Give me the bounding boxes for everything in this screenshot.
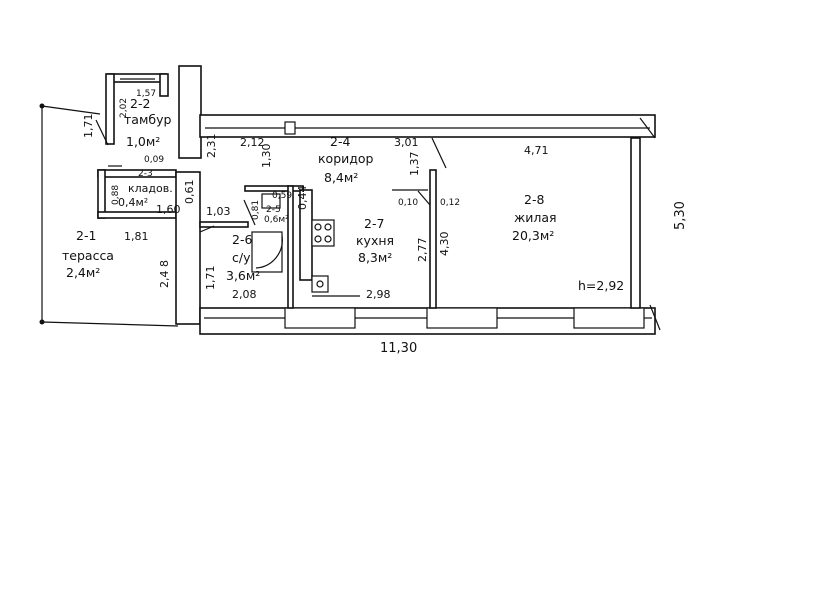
dim-total-height: 5,30 [673, 201, 688, 230]
room-area-2-2: 1,0м² [126, 134, 160, 149]
window-bath [284, 307, 356, 329]
bottom-wall [199, 304, 661, 335]
left-upper-pillar [178, 65, 202, 159]
dim-2-02: 2,02 [119, 98, 129, 118]
window-living [573, 307, 645, 329]
terrace-outline [39, 103, 179, 327]
dim-0-61: 0,61 [183, 180, 196, 205]
sink-icon [311, 275, 329, 293]
dim-0-10: 0,10 [398, 198, 418, 208]
room-area-2-1: 2,4м² [66, 265, 100, 280]
room-id-2-1: 2-1 [76, 228, 96, 243]
dim-2-98: 2,98 [366, 288, 391, 301]
dim-total-length: 11,30 [380, 341, 417, 356]
dim-2-31: 2,31 [205, 134, 218, 159]
dim-2-77: 2,77 [416, 238, 429, 263]
dim-0-88: 0,88 [111, 185, 121, 205]
room-id-2-7: 2-7 [364, 216, 384, 231]
top-wall [199, 114, 656, 139]
dim-0-6m: 0,6м² [264, 215, 289, 225]
room-id-2-2: 2-2 [130, 96, 150, 111]
room-area-2-7: 8,3м² [358, 250, 392, 265]
stove-icon [311, 219, 335, 247]
dim-3-01: 3,01 [394, 136, 419, 149]
dim-2-4-8: 2,4 8 [158, 260, 171, 288]
room-area-2-8: 20,3м² [512, 228, 554, 243]
dim-0-09: 0,09 [144, 155, 164, 165]
dim-1-81: 1,81 [124, 230, 149, 243]
room-name-2-1: терасса [62, 248, 114, 263]
dim-1-60: 1,60 [156, 203, 181, 216]
dim-4-30: 4,30 [438, 232, 451, 257]
room-area-2-4: 8,4м² [324, 170, 358, 185]
room-id-2-3: 2-3 [138, 169, 153, 179]
room-id-2-6: 2-6 [232, 232, 252, 247]
dim-2-12: 2,12 [240, 136, 265, 149]
left-main-wall [175, 171, 201, 325]
room-id-2-4: 2-4 [330, 134, 350, 149]
dim-0-81: 0,81 [251, 200, 261, 220]
kitchen-living-partition [429, 169, 437, 309]
dim-1-37: 1,37 [408, 152, 421, 177]
vestibule-walls [95, 73, 169, 146]
room-area-2-6: 3,6м² [226, 268, 260, 283]
dim-0-44: 0,44 [296, 186, 309, 211]
room-name-2-4: коридор [318, 151, 374, 166]
dim-0-59: 0,59 [272, 191, 292, 201]
room-name-2-2: тамбур [124, 112, 171, 127]
room-area-2-3: 0,4м² [118, 196, 148, 209]
dim-1-71-a: 1,71 [82, 114, 95, 139]
dim-0-12: 0,12 [440, 198, 460, 208]
dim-1-30: 1,30 [260, 144, 273, 169]
dim-1-03: 1,03 [206, 205, 231, 218]
room-name-2-8: жилая [514, 210, 557, 225]
room-id-2-8: 2-8 [524, 192, 544, 207]
dim-4-71: 4,71 [524, 144, 549, 157]
right-wall [630, 137, 641, 309]
dim-1-57: 1,57 [136, 89, 156, 99]
kitchen-fixtures [299, 189, 360, 297]
room-name-2-3: кладов. [128, 182, 173, 195]
room-name-2-7: кухня [356, 233, 394, 248]
dim-1-71-b: 1,71 [204, 266, 217, 291]
room-id-2-5: 2-5 [266, 205, 281, 215]
window-kitchen [426, 307, 498, 329]
bathroom-walls [199, 185, 304, 309]
room-name-2-6: с/у [232, 250, 251, 265]
dim-2-08: 2,08 [232, 288, 257, 301]
ceiling-height: h=2,92 [578, 278, 624, 293]
